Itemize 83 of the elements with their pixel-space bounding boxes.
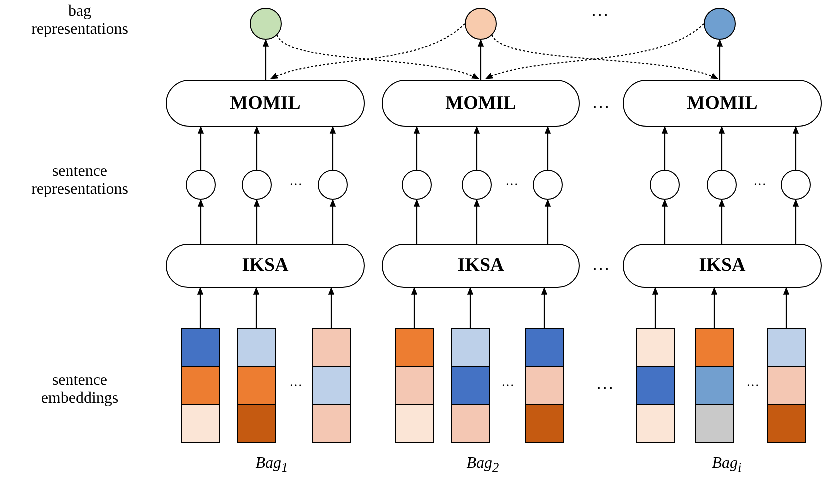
sentence-representation-circle — [462, 170, 492, 200]
row-label: bag representations — [30, 3, 130, 40]
arrow — [411, 287, 418, 328]
sentence-representation-circle — [533, 170, 563, 200]
arrow — [478, 39, 484, 80]
arrow — [467, 287, 474, 328]
arrow — [792, 126, 800, 170]
momil-module-box — [623, 80, 822, 127]
arrow — [328, 287, 335, 328]
arrow — [652, 287, 659, 328]
sentence-representation-circle — [242, 170, 272, 200]
arrow — [330, 199, 336, 244]
ellipsis: … — [592, 92, 610, 113]
arrow — [474, 199, 480, 244]
dotted-arrow — [276, 34, 480, 80]
arrow — [198, 199, 204, 244]
sentence-representation-circle — [186, 170, 216, 200]
iksa-module-box — [623, 244, 822, 288]
ellipsis: … — [596, 373, 614, 394]
ellipsis: … — [754, 174, 766, 189]
arrow — [254, 126, 260, 170]
module-name: MOMIL — [230, 92, 301, 114]
ellipsis: … — [746, 375, 760, 390]
arrow — [541, 287, 548, 328]
module-name: IKSA — [458, 255, 504, 277]
arrow — [783, 287, 790, 328]
ellipsis: … — [502, 375, 514, 390]
arrow — [711, 287, 718, 328]
bag-representation-circle — [250, 8, 282, 40]
embedding-vector — [695, 328, 734, 443]
sentence-representation-circle — [781, 170, 811, 200]
module-name: IKSA — [242, 255, 289, 277]
bag-label: Bag$_{2}$ — [466, 455, 500, 476]
arrow — [414, 199, 420, 244]
embedding-vector — [395, 328, 434, 443]
dotted-arrow — [485, 24, 704, 80]
sentence-representation-circle — [402, 170, 432, 200]
arrow — [544, 126, 552, 170]
ellipsis: … — [591, 0, 609, 21]
iksa-module-box — [166, 244, 365, 288]
sentence-representation-circle — [650, 170, 680, 200]
bag-representation-circle — [704, 8, 736, 40]
embedding-vector — [767, 328, 806, 443]
bag-label: Bag$_{1}$ — [256, 455, 288, 476]
row-label: sentence embeddings — [40, 372, 120, 409]
embedding-vector — [636, 328, 675, 443]
arrow — [197, 287, 204, 328]
ellipsis: … — [506, 174, 518, 189]
module-name: IKSA — [699, 255, 746, 277]
ellipsis: … — [592, 254, 610, 275]
arrow — [792, 199, 800, 244]
embedding-vector — [312, 328, 351, 443]
arrow — [262, 39, 270, 80]
sentence-representation-circle — [318, 170, 348, 200]
sentence-representation-circle — [707, 170, 737, 200]
row-label: sentence representations — [30, 163, 130, 200]
arrow — [414, 126, 420, 170]
arrow — [716, 39, 724, 80]
momil-module-box — [166, 80, 365, 127]
arrow — [198, 126, 204, 170]
ellipsis: … — [290, 174, 302, 189]
arrow — [544, 199, 552, 244]
arrow — [718, 199, 726, 244]
arrow — [474, 126, 480, 170]
dotted-arrow — [270, 24, 466, 80]
embedding-vector — [181, 328, 220, 443]
module-name: MOMIL — [687, 92, 758, 114]
embedding-vector — [525, 328, 564, 443]
arrow — [718, 126, 726, 170]
ellipsis: … — [290, 375, 302, 390]
arrow — [254, 199, 260, 244]
module-name: MOMIL — [446, 92, 516, 114]
embedding-vector — [451, 328, 490, 443]
bag-label: Bag$_{i}$ — [712, 455, 742, 476]
arrow — [330, 126, 336, 170]
arrow — [662, 199, 668, 244]
arrow — [662, 126, 668, 170]
iksa-module-box — [382, 244, 580, 288]
bag-representation-circle — [465, 8, 497, 40]
momil-module-box — [382, 80, 580, 127]
dotted-arrow — [492, 34, 719, 80]
arrow — [253, 287, 260, 328]
embedding-vector — [237, 328, 276, 443]
